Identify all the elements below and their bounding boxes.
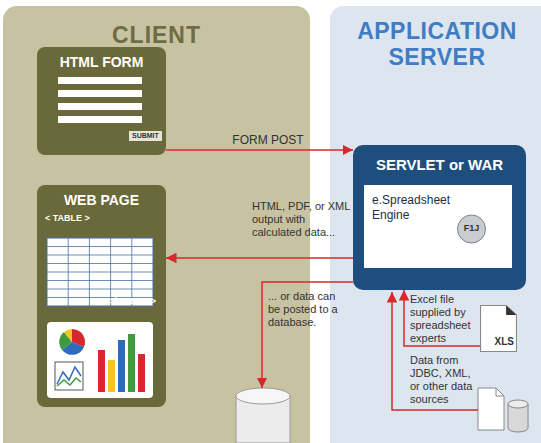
note-label: ... or data can be posted to a database. [268,290,348,329]
engine-circle: F1J [455,214,488,244]
grid-line [47,297,153,298]
edge-label: FORM POST [208,134,328,147]
grid-line [47,289,153,290]
node-title: e.Spreadsheet Engine [372,193,458,223]
node-title: F1J [455,223,488,234]
label-holder: Data from JDBC, XML, or other data sourc… [410,354,476,406]
form-fields [58,77,142,123]
data-source-icon [478,388,528,432]
node-text: < TABLE > [45,213,166,223]
flow-arrow [404,290,480,346]
node-title: SERVLET or WAR [353,156,526,173]
label-holder: HTML, PDF, or XML output with calculated… [252,200,350,239]
database-cylinder [236,388,290,443]
grid-line [47,246,153,247]
note-label: Data from JDBC, XML, or other data sourc… [410,354,476,406]
engine-box: e.Spreadsheet EngineF1J [364,185,512,268]
servlet-box: SERVLET or WAR e.Spreadsheet EngineF1J [353,145,526,290]
data-source-arrow [392,292,478,410]
node-text: < / TABLE > [37,296,156,306]
grid-line [47,255,153,256]
node-title: HTML FORM [37,54,166,70]
label-holder: ... or data can be posted to a database. [268,290,348,329]
grid-line [110,238,111,306]
form-box: HTML FORM SUBMIT [37,47,166,155]
grid-line [131,238,132,306]
grid-line [47,263,153,264]
excel-file-icon: XLS [480,305,517,352]
flow-arrow [166,257,353,259]
database-arrow [262,282,353,388]
node-title: XLS [480,336,517,348]
edge-label: Excel file supplied by spreadsheet exper… [410,293,478,345]
edge-label: HTML, PDF, or XML output with calculated… [252,200,350,239]
node-title: APPLICATION SERVER [330,18,541,70]
grid-line [47,280,153,281]
node-text: SUBMIT [129,131,162,141]
grid-line [89,238,90,306]
label-holder: FORM POST [208,134,328,147]
flow-arrow [166,149,353,151]
table-grid [47,238,153,306]
node-title: CLIENT [3,22,310,49]
chart-panel [47,322,153,398]
grid-line [47,272,153,273]
label-holder: Excel file supplied by spreadsheet exper… [410,293,478,345]
node-title: WEB PAGE [37,192,166,208]
grid-line [68,238,69,306]
